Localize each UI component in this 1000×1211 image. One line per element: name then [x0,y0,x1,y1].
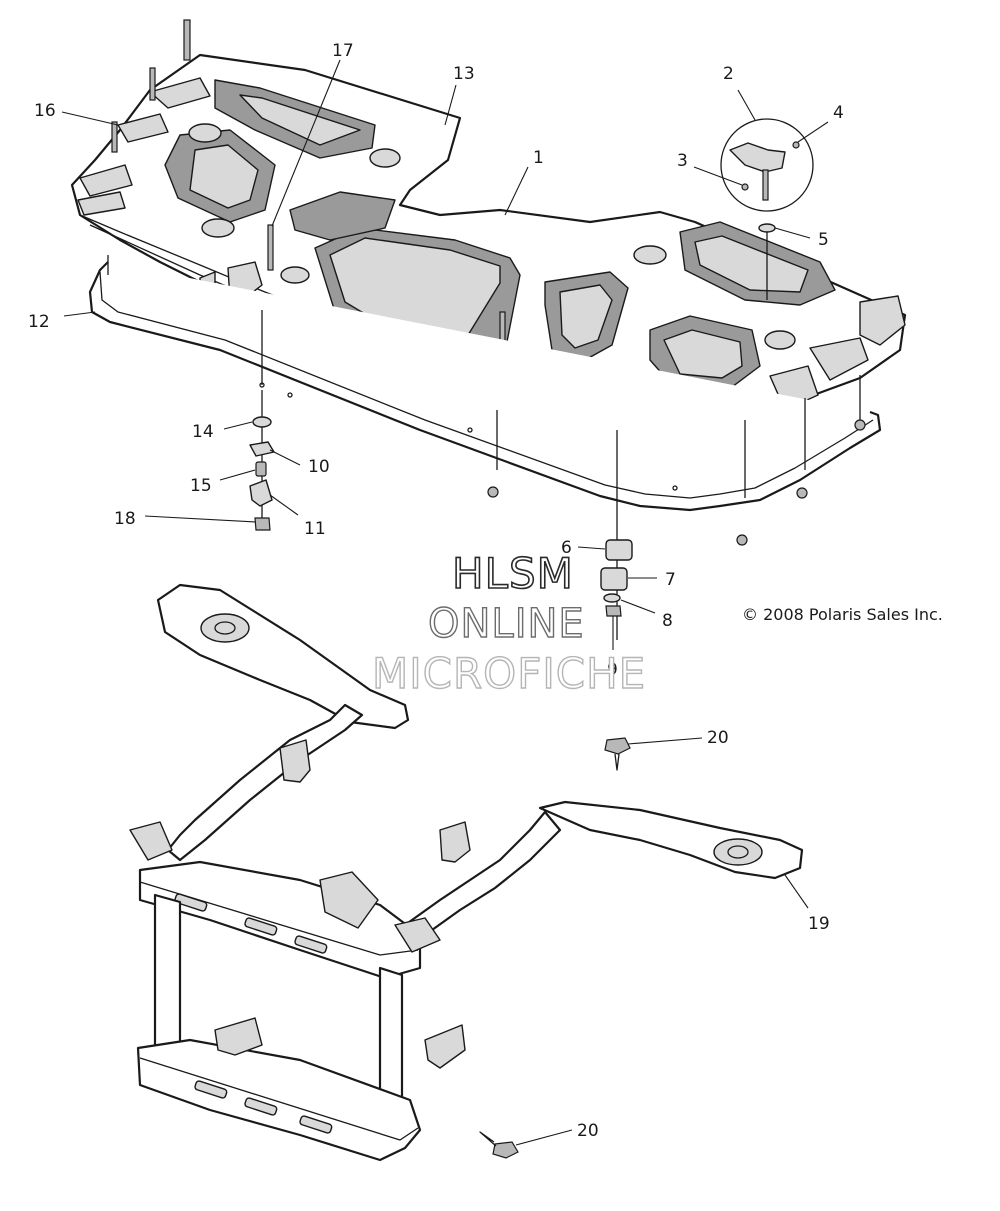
leader-lines [61,59,829,1146]
callout-18: 18 [114,509,136,529]
callout-6: 6 [561,538,572,558]
right-mount-hardware [600,430,633,640]
copyright-note: © 2008 Polaris Sales Inc. [742,605,943,624]
watermark-line-1: HLSM [452,549,574,598]
watermark-line-2: ONLINE [428,601,585,647]
watermark: HLSM ONLINE MICROFICHE [371,548,646,699]
callout-19: 19 [808,914,830,934]
callout-7: 7 [665,570,676,590]
callout-13: 13 [453,64,475,84]
callout-12: 12 [28,312,50,332]
rack-frame [88,255,882,546]
bolt-lower [479,1131,519,1159]
callout-20-lower: 20 [577,1121,599,1141]
callout-10: 10 [308,457,330,477]
callout-17: 17 [332,41,354,61]
callout-9: 9 [607,660,618,680]
bolt-upper [604,737,631,771]
callout-1: 1 [533,148,544,168]
callout-labels: 1 2 3 4 5 6 7 8 9 10 11 12 13 14 15 16 1… [28,41,844,1141]
callout-15: 15 [190,476,212,496]
callout-16: 16 [34,101,56,121]
callout-5: 5 [818,230,829,250]
callout-8: 8 [662,611,673,631]
callout-3: 3 [677,151,688,171]
watermark-line-3: MICROFICHE [372,649,646,698]
support-bracket [129,583,804,1162]
callout-2: 2 [723,64,734,84]
latch-detail [720,118,814,300]
left-mount-hardware [249,390,275,531]
callout-11: 11 [304,519,326,539]
callout-14: 14 [192,422,214,442]
callout-4: 4 [833,103,844,123]
callout-20-upper: 20 [707,728,729,748]
